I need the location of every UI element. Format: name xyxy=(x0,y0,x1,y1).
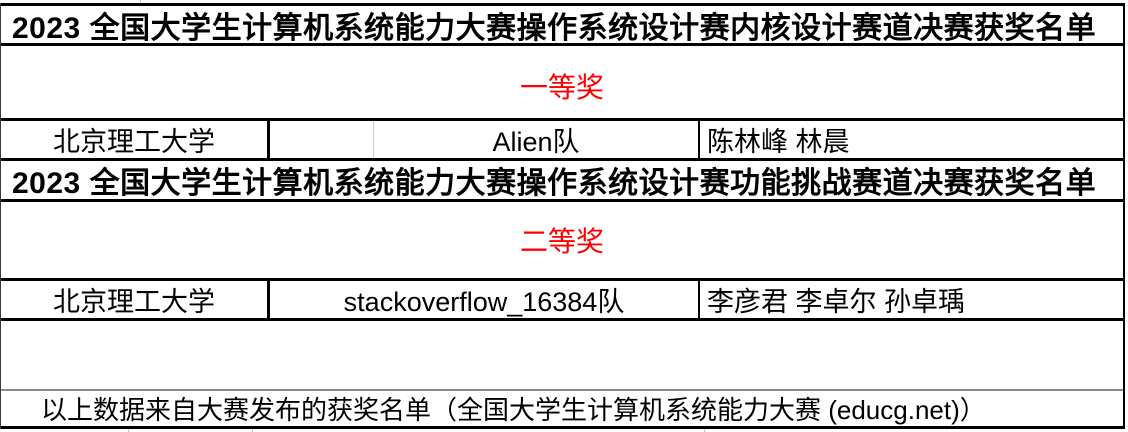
member-names: 陈林峰 林晨 xyxy=(707,127,850,157)
challenge-track-title-row: 2023 全国大学生计算机系统能力大赛操作系统设计赛功能挑战赛道决赛获奖名单 xyxy=(1,158,1123,202)
school-cell: 北京理工大学 xyxy=(1,121,270,158)
school-name: 北京理工大学 xyxy=(53,127,215,157)
gridline xyxy=(140,0,141,3)
kernel-track-title: 2023 全国大学生计算机系统能力大赛操作系统设计赛内核设计赛道决赛获奖名单 xyxy=(12,11,1097,45)
bottom-margin-sliver xyxy=(0,429,1128,432)
empty-cell xyxy=(270,121,374,158)
school-cell: 北京理工大学 xyxy=(1,281,270,318)
gridline xyxy=(128,429,129,432)
kernel-winner-row: 北京理工大学 Alien队 陈林峰 林晨 xyxy=(1,118,1123,158)
members-cell: 陈林峰 林晨 xyxy=(700,121,1123,158)
kernel-award-tier-row: 一等奖 xyxy=(1,46,1123,118)
member-names: 李彦君 李卓尔 孙卓瑀 xyxy=(707,287,966,317)
award-table: 2023 全国大学生计算机系统能力大赛操作系统设计赛内核设计赛道决赛获奖名单 一… xyxy=(0,3,1125,429)
team-name: stackoverflow_16384队 xyxy=(343,287,625,317)
team-cell: stackoverflow_16384队 xyxy=(270,281,700,318)
challenge-award-tier-row: 二等奖 xyxy=(1,202,1123,278)
team-cell: Alien队 xyxy=(374,121,700,158)
gridline xyxy=(704,429,705,432)
team-name: Alien队 xyxy=(492,127,580,157)
school-name: 北京理工大学 xyxy=(53,287,215,317)
top-margin-sliver xyxy=(0,0,1128,3)
gridline xyxy=(252,429,253,432)
challenge-winner-row: 北京理工大学 stackoverflow_16384队 李彦君 李卓尔 孙卓瑀 xyxy=(1,278,1123,318)
award-tier-label-second-prize: 二等奖 xyxy=(519,226,604,257)
source-note-row: 以上数据来自大赛发布的获奖名单（全国大学生计算机系统能力大赛 (educg.ne… xyxy=(1,389,1123,429)
kernel-track-title-row: 2023 全国大学生计算机系统能力大赛操作系统设计赛内核设计赛道决赛获奖名单 xyxy=(1,3,1123,46)
members-cell: 李彦君 李卓尔 孙卓瑀 xyxy=(700,281,1123,318)
challenge-track-title: 2023 全国大学生计算机系统能力大赛操作系统设计赛功能挑战赛道决赛获奖名单 xyxy=(12,167,1097,200)
source-note: 以上数据来自大赛发布的获奖名单（全国大学生计算机系统能力大赛 (educg.ne… xyxy=(41,395,986,425)
empty-row xyxy=(1,318,1123,389)
award-tier-label-first-prize: 一等奖 xyxy=(519,71,604,103)
